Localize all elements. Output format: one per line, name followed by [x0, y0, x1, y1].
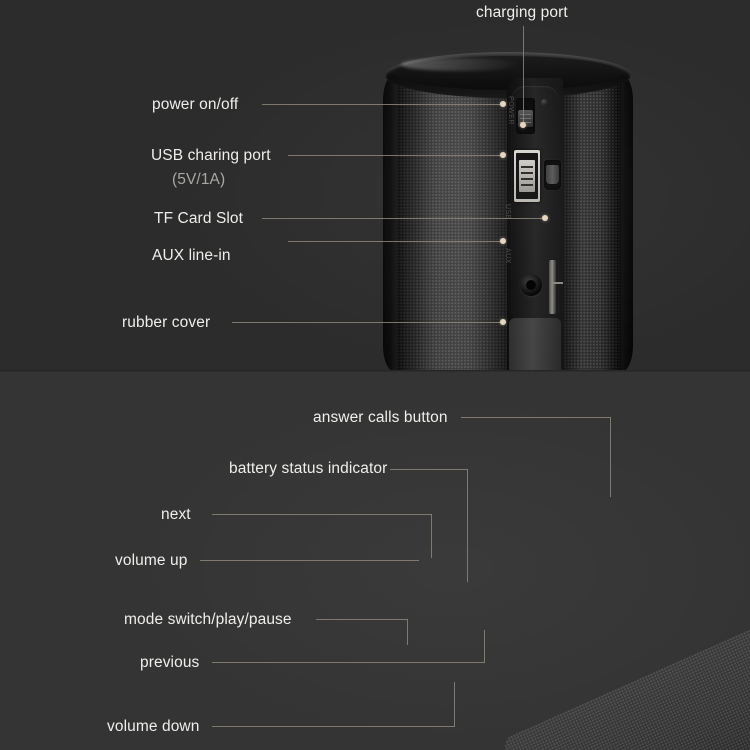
label-tf-card-slot: TF Card Slot — [154, 210, 244, 227]
leader-mode-v — [407, 619, 408, 645]
leader-battery-v — [467, 469, 468, 582]
speaker-rim-highlight — [401, 58, 521, 71]
leader-usb — [288, 155, 503, 156]
leader-volume-down-v — [454, 682, 455, 727]
usb-contact-pin — [521, 166, 533, 168]
label-power-on-off: power on/off — [152, 96, 239, 113]
leader-answer-calls-h — [461, 417, 611, 418]
leader-power — [262, 104, 503, 105]
usb-a-port-tongue — [519, 160, 535, 192]
rubber-cover — [509, 318, 561, 372]
leader-dot-aux — [500, 238, 506, 244]
power-knob-ridge — [520, 114, 531, 115]
label-aux-line-in: AUX line-in — [152, 247, 231, 264]
power-knob-ridge — [520, 118, 531, 119]
leader-rubber-cover — [232, 322, 503, 323]
label-volume-down: volume down — [107, 718, 200, 735]
panel-divider — [0, 370, 750, 373]
leader-charging-port — [523, 26, 524, 126]
usb-contact-pin — [521, 172, 533, 174]
leader-dot-usb — [500, 152, 506, 158]
usb-contact-pin — [521, 178, 533, 180]
micro-usb-slot — [546, 165, 559, 184]
leader-dot-tf — [542, 215, 548, 221]
leader-volume-up — [200, 560, 419, 561]
label-answer-calls-button: answer calls button — [313, 409, 448, 426]
leader-tf — [262, 218, 545, 219]
leader-aux — [288, 241, 503, 242]
label-charging-port: charging port — [476, 4, 568, 21]
tf-card-slot — [549, 260, 556, 314]
label-next: next — [161, 506, 191, 523]
label-volume-up: volume up — [115, 552, 188, 569]
label-usb-charging-port: USB charing port — [151, 147, 271, 164]
speaker-tube-mesh-texture — [502, 617, 750, 750]
leader-next-v — [431, 514, 432, 558]
leader-next-h — [212, 514, 432, 515]
speaker-port-side-image: POWER USB AUX — [383, 52, 633, 372]
usb-contact-pin — [521, 184, 533, 186]
panel-port-side-view: POWER USB AUX — [0, 0, 750, 372]
leader-mode-h — [316, 619, 408, 620]
leader-dot-charging-port — [520, 122, 526, 128]
tf-card-slot-tab — [553, 282, 563, 284]
leader-previous-h — [212, 662, 485, 663]
label-previous: previous — [140, 654, 200, 671]
top-scene-lighting — [0, 0, 750, 372]
leader-volume-down-h — [212, 726, 455, 727]
label-usb-spec: (5V/1A) — [172, 171, 226, 188]
leader-answer-calls-v — [610, 417, 611, 497]
status-led — [541, 99, 548, 106]
speaker-tube-body — [502, 617, 750, 750]
leader-battery-h — [390, 469, 468, 470]
label-battery-status-indicator: battery status indicator — [229, 460, 388, 477]
panel-control-panel-view: + M | — [0, 372, 750, 750]
leader-dot-rubber-cover — [500, 319, 506, 325]
label-mode-switch: mode switch/play/pause — [124, 611, 292, 628]
leader-dot-power — [500, 101, 506, 107]
leader-previous-v — [484, 630, 485, 663]
aux-jack-hole — [526, 280, 536, 290]
mesh-shading-right — [561, 76, 621, 372]
mesh-shading-left — [397, 76, 511, 372]
power-etched-label: POWER — [507, 96, 514, 125]
label-rubber-cover: rubber cover — [122, 314, 211, 331]
aux-etched-label: AUX — [504, 248, 511, 264]
